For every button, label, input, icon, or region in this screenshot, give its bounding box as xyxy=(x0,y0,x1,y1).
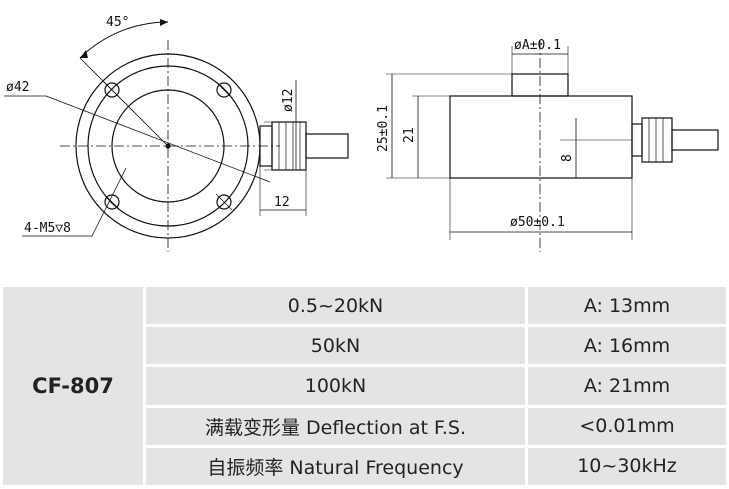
cable-height-label: 8 xyxy=(560,154,575,162)
param-cell: 满载变形量 Deflection at F.S. xyxy=(146,407,525,445)
param-cell: 50kN xyxy=(146,327,525,365)
body-height-label: 21 xyxy=(402,127,417,143)
sensor-body xyxy=(449,95,633,179)
table-row: 50kN A: 16mm xyxy=(3,327,726,365)
cable xyxy=(305,133,349,159)
value-cell: A: 13mm xyxy=(528,287,726,325)
param-cell: 0.5~20kN xyxy=(146,287,525,325)
value-cell: <0.01mm xyxy=(528,407,726,445)
top-view xyxy=(4,19,349,252)
angle-label: 45° xyxy=(106,15,129,30)
technical-drawing: 45° ø42 4-M5▽8 ø12 12 øA±0.1 25±0.1 21 xyxy=(4,15,719,252)
value-cell: 10~30kHz xyxy=(528,447,726,485)
button-dia-label: øA±0.1 xyxy=(514,38,561,53)
table-row: CF-807 0.5~20kN A: 13mm xyxy=(3,287,726,485)
center-circle xyxy=(111,89,225,203)
side-view xyxy=(386,40,719,252)
cable-offset-label: 12 xyxy=(274,195,290,210)
diameter-label: ø42 xyxy=(6,80,29,95)
inner-ring xyxy=(87,65,249,227)
cable-dia-label: ø12 xyxy=(281,89,296,112)
spec-table: CF-807 0.5~20kN A: 13mm 50kN A: 16mm 100… xyxy=(0,284,729,488)
body-dia-label: ø50±0.1 xyxy=(510,215,565,230)
table-row: 100kN A: 21mm xyxy=(3,367,726,405)
param-cell: 100kN xyxy=(146,367,525,405)
param-cell: 自振频率 Natural Frequency xyxy=(146,447,525,485)
value-cell: A: 16mm xyxy=(528,327,726,365)
height-label: 25±0.1 xyxy=(376,105,391,152)
table-row: 满载变形量 Deflection at F.S. <0.01mm xyxy=(3,407,726,445)
holes-label: 4-M5▽8 xyxy=(24,221,71,236)
model-cell: CF-807 xyxy=(3,287,143,485)
value-cell: A: 21mm xyxy=(528,367,726,405)
table-row: 自振频率 Natural Frequency 10~30kHz xyxy=(3,447,726,485)
